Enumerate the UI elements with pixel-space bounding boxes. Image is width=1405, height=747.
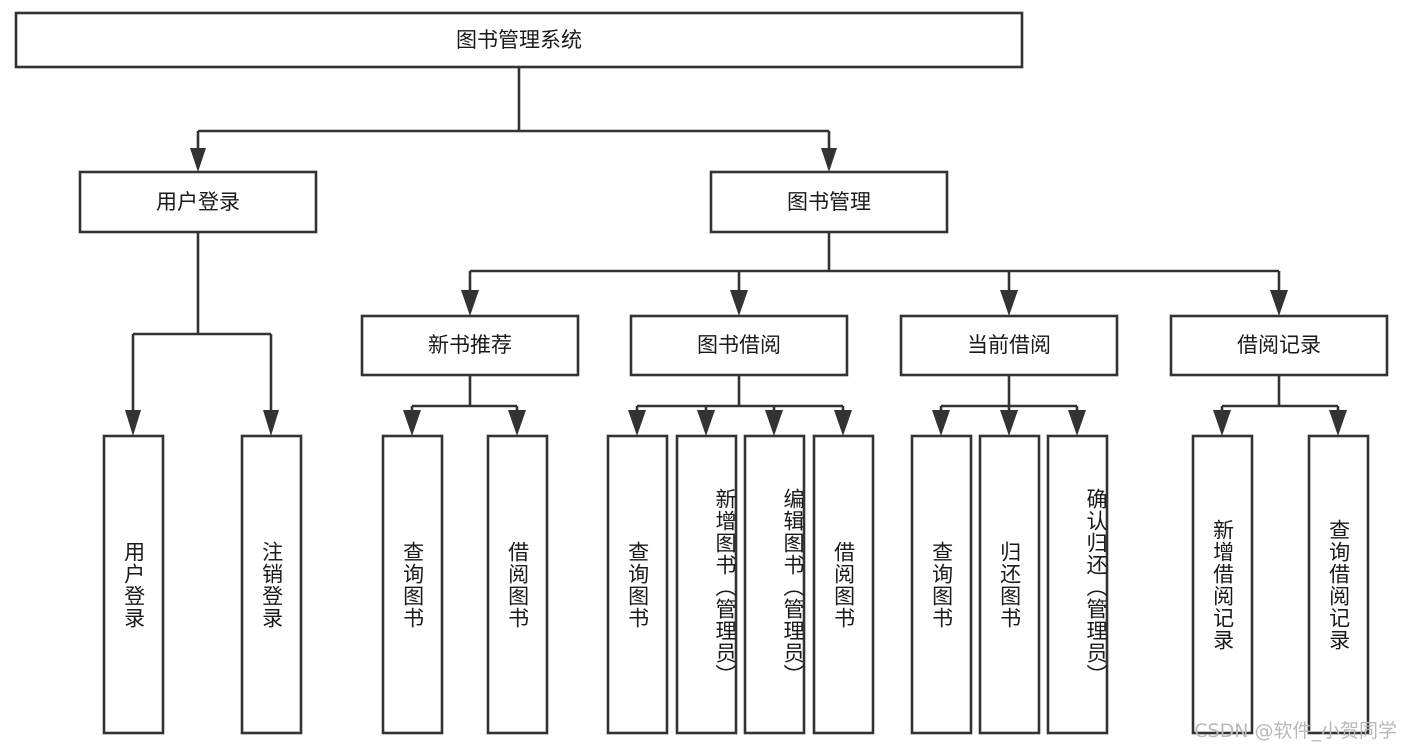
node-book-manage[interactable]: 图书管理	[709, 170, 949, 234]
leaf-box-confirm-return[interactable]	[1046, 434, 1109, 735]
node-book-manage-box[interactable]	[709, 170, 949, 234]
node-user-login-label: 用户登录	[156, 190, 240, 214]
arrow-to-new-book-rec	[461, 290, 479, 316]
leaf-box-logout[interactable]	[240, 434, 303, 735]
csdn-watermark: CSDN @软件_小贺同学	[1194, 720, 1397, 742]
leaf-box-query-record[interactable]	[1307, 434, 1370, 735]
arrow-leaf-return-book	[1000, 410, 1018, 436]
node-new-book-rec[interactable]: 新书推荐	[360, 314, 580, 377]
arrow-leaf-borrow-book-1	[508, 410, 526, 436]
arrow-leaf-query-book-2	[628, 410, 646, 436]
node-book-borrow[interactable]: 图书借阅	[629, 314, 849, 377]
leaf-box-query-book-3[interactable]	[910, 434, 973, 735]
node-root-label: 图书管理系统	[456, 28, 582, 52]
leaf-box-borrow-book-2[interactable]	[812, 434, 875, 735]
node-borrow-record[interactable]: 借阅记录	[1169, 314, 1389, 377]
leaf-box-query-book-1[interactable]	[381, 434, 444, 735]
arrow-leaf-query-book-1	[403, 410, 421, 436]
connector-group	[125, 67, 1347, 436]
arrow-to-borrow-record	[1270, 290, 1288, 316]
node-root[interactable]: 图书管理系统	[14, 11, 1024, 69]
node-borrow-record-label: 借阅记录	[1237, 333, 1321, 357]
arrow-leaf-query-book-3	[932, 410, 950, 436]
arrow-leaf-logout	[263, 410, 279, 436]
arrow-to-book-borrow	[730, 290, 748, 316]
node-user-login-box[interactable]	[78, 170, 318, 234]
arrow-leaf-query-record	[1329, 410, 1347, 436]
leaf-box-user-login[interactable]	[102, 434, 165, 735]
node-book-manage-label: 图书管理	[787, 190, 871, 214]
leaf-box-group	[102, 434, 1370, 735]
node-current-borrow-box[interactable]	[899, 314, 1119, 377]
leaf-box-add-book[interactable]	[675, 434, 738, 735]
leaf-box-return-book[interactable]	[978, 434, 1041, 735]
node-current-borrow-label: 当前借阅	[967, 333, 1051, 357]
node-new-book-rec-label: 新书推荐	[428, 333, 512, 357]
arrow-leaf-add-book	[697, 410, 715, 436]
arrow-leaf-confirm-return	[1068, 410, 1086, 436]
leaf-box-query-book-2[interactable]	[606, 434, 669, 735]
arrow-to-book-manage	[821, 148, 837, 172]
node-new-book-rec-box[interactable]	[360, 314, 580, 377]
arrow-to-current-borrow	[1000, 290, 1018, 316]
leaf-box-edit-book[interactable]	[743, 434, 806, 735]
arrow-leaf-user-login	[125, 410, 141, 436]
arrow-leaf-borrow-book-2	[834, 410, 852, 436]
leaf-box-borrow-book-1[interactable]	[486, 434, 549, 735]
arrow-leaf-edit-book	[765, 410, 783, 436]
node-book-borrow-box[interactable]	[629, 314, 849, 377]
node-root-box[interactable]	[14, 11, 1024, 69]
node-user-login[interactable]: 用户登录	[78, 170, 318, 234]
arrow-to-user-login	[190, 148, 206, 172]
node-borrow-record-box[interactable]	[1169, 314, 1389, 377]
node-book-borrow-label: 图书借阅	[697, 333, 781, 357]
arrow-leaf-add-record	[1213, 410, 1231, 436]
node-current-borrow[interactable]: 当前借阅	[899, 314, 1119, 377]
leaf-box-add-record[interactable]	[1191, 434, 1254, 735]
